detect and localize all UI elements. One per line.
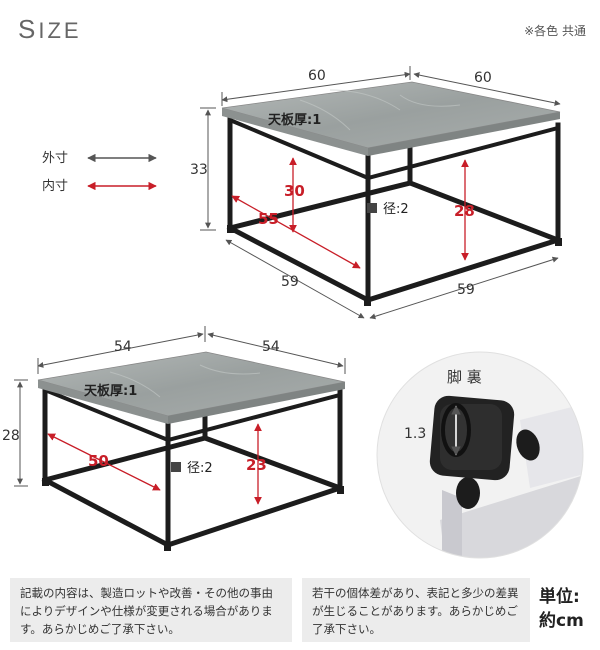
large-outer-depth-line (413, 72, 561, 106)
unit-value: 約cm (539, 611, 584, 631)
large-inner-height: 30 (284, 182, 305, 200)
large-leg-diameter: 径:2 (383, 202, 409, 217)
unit-label: 単位: (539, 587, 580, 607)
large-frame-depth: 59 (457, 282, 475, 298)
large-leg-marker (367, 203, 377, 213)
small-leg-marker (171, 462, 181, 472)
leg-detail-dimension: 1.3 (404, 426, 426, 442)
small-outer-depth-line (207, 332, 344, 368)
small-leg-diameter: 径:2 (187, 461, 213, 476)
small-outer-width-line (37, 332, 204, 368)
legend: 外寸 内寸 (42, 151, 157, 194)
large-outer-width: 60 (308, 68, 326, 84)
large-inner-diag-line (231, 195, 361, 269)
small-top-thickness: 天板厚:1 (84, 383, 137, 399)
small-outer-depth: 54 (262, 339, 280, 355)
footer-note-left: 記載の内容は、製造ロットや改善・その他の事由によりデザインや仕様が変更される場合… (10, 578, 292, 642)
small-outer-height: 28 (2, 428, 20, 444)
large-outer-width-line (221, 71, 411, 103)
leg-detail: 脚 裏 1.3 (376, 351, 584, 559)
large-inner-height-back: 28 (454, 202, 475, 220)
large-outer-height: 33 (190, 162, 208, 178)
small-inner-height: 23 (246, 456, 267, 474)
small-inner-diag: 50 (88, 452, 109, 470)
colors-note: ※各色 共通 (524, 24, 586, 38)
page-title: SIZE (18, 14, 82, 44)
large-outer-depth: 60 (474, 70, 492, 86)
large-frame-width-line (225, 239, 365, 319)
legend-outer-label: 外寸 (42, 151, 68, 166)
large-inner-diag: 55 (258, 210, 279, 228)
large-top-thickness: 天板厚:1 (268, 112, 321, 128)
size-diagram: 外寸 内寸 6 (2, 66, 584, 559)
small-inner-diag-line (47, 433, 161, 491)
large-frame-depth-line (369, 256, 559, 320)
legend-inner-label: 内寸 (42, 178, 68, 194)
large-frame-width: 59 (281, 274, 299, 290)
footer-note-right: 若干の個体差があり、表記と多少の差異が生じることがあります。あらかじめご了承下さ… (302, 578, 530, 642)
small-outer-width: 54 (114, 339, 132, 355)
leg-detail-title: 脚 裏 (447, 368, 482, 386)
